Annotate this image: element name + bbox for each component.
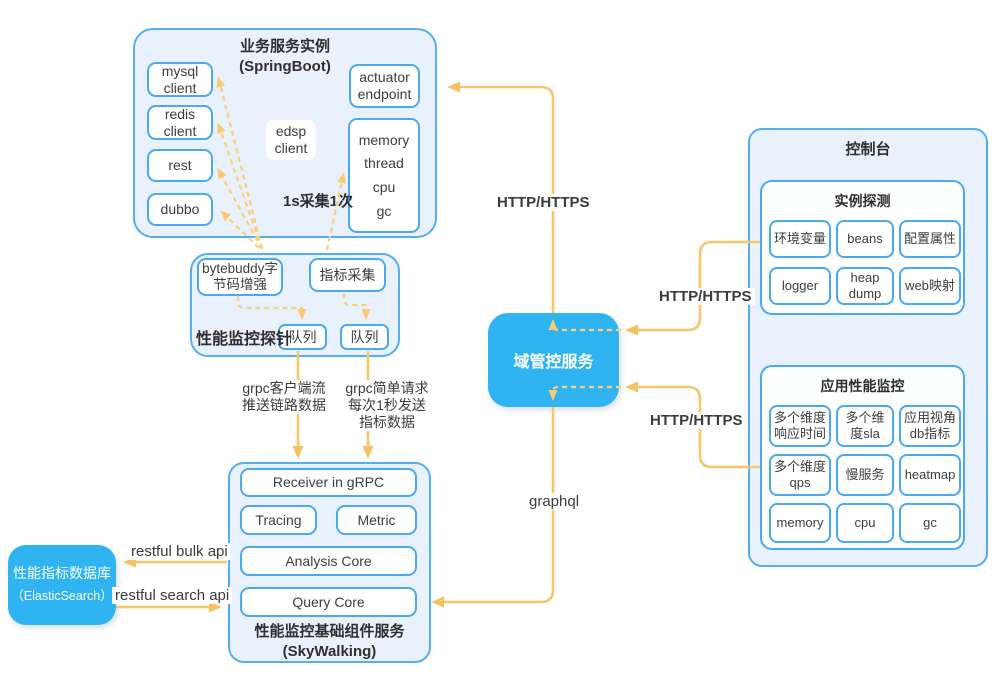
cell-heatmap: heatmap bbox=[899, 454, 961, 496]
console-title: 控制台 bbox=[845, 141, 891, 158]
node-metric-collect: 指标采集 bbox=[309, 258, 386, 292]
node-tracing: Tracing bbox=[240, 505, 317, 535]
skywalking-title-line2: (SkyWalking) bbox=[282, 643, 377, 661]
node-queue-right: 队列 bbox=[340, 324, 389, 350]
node-dubbo: dubbo bbox=[147, 193, 213, 226]
apm-grid: 多个维度响应时间 多个维度sla 应用视角db指标 多个维度qps 慢服务 he… bbox=[762, 403, 963, 551]
collect-note: 1s采集1次 bbox=[283, 193, 354, 210]
skywalking-title-line1: 性能监控基础组件服务 bbox=[254, 623, 405, 640]
node-queue-left: 队列 bbox=[278, 324, 327, 350]
springboot-title: 业务服务实例 (SpringBoot) bbox=[133, 37, 437, 78]
skywalking-title: 性能监控基础组件服务 (SkyWalking) bbox=[228, 622, 431, 663]
springboot-title-line1: 业务服务实例 bbox=[239, 38, 330, 55]
node-query-core: Query Core bbox=[240, 587, 417, 617]
cell-qps: 多个维度qps bbox=[769, 454, 831, 496]
node-metric: Metric bbox=[336, 505, 417, 535]
cell-sla: 多个维度sla bbox=[836, 405, 894, 447]
label-grpc-simple-line3: 指标数据 bbox=[359, 414, 415, 431]
label-grpc-simple-line1: grpc简单请求 bbox=[345, 380, 429, 396]
cell-memory: memory bbox=[769, 503, 831, 543]
label-restful-search-api: restful search api bbox=[112, 587, 233, 605]
node-elasticsearch: 性能指标数据库 （ElasticSearch） bbox=[8, 545, 116, 625]
cell-env-vars: 环境变量 bbox=[769, 220, 831, 258]
label-grpc-simple: grpc简单请求 每次1秒发送 指标数据 bbox=[336, 380, 438, 432]
node-redis-client: redis client bbox=[147, 105, 213, 140]
edge-console-instanceprobe-to-domain-http bbox=[625, 240, 760, 336]
elasticsearch-line1: 性能指标数据库 bbox=[13, 565, 111, 582]
metric-cpu: cpu bbox=[372, 179, 396, 196]
instance-probe-title: 实例探测 bbox=[834, 193, 891, 209]
node-actuator-endpoint: actuator endpoint bbox=[349, 64, 420, 108]
cell-gc: gc bbox=[899, 503, 961, 543]
label-grpc-stream-line1: grpc客户端流 bbox=[242, 380, 326, 396]
node-receiver-grpc: Receiver in gRPC bbox=[240, 468, 417, 497]
node-rest: rest bbox=[147, 149, 213, 182]
section-instance-probe: 实例探测 环境变量 beans 配置属性 logger heap dump we… bbox=[760, 180, 965, 315]
metric-gc: gc bbox=[376, 202, 392, 219]
cell-web-mapping: web映射 bbox=[899, 267, 961, 305]
cell-config-props: 配置属性 bbox=[899, 220, 961, 258]
node-mysql-client: mysql client bbox=[147, 62, 213, 97]
cell-beans: beans bbox=[836, 220, 894, 258]
label-grpc-stream-line2: 推送链路数据 bbox=[242, 397, 326, 414]
cell-logger: logger bbox=[769, 267, 831, 305]
springboot-title-line2: (SpringBoot) bbox=[239, 58, 331, 76]
label-graphql: graphql bbox=[526, 493, 583, 511]
label-grpc-stream: grpc客户端流 推送链路数据 bbox=[230, 380, 338, 415]
cell-slow-service: 慢服务 bbox=[836, 454, 894, 496]
node-analysis-core: Analysis Core bbox=[240, 546, 417, 576]
probe-label: 性能监控探针 bbox=[196, 331, 293, 348]
cell-cpu: cpu bbox=[836, 503, 894, 543]
label-grpc-simple-line2: 每次1秒发送 bbox=[348, 397, 426, 414]
cell-response-time: 多个维度响应时间 bbox=[769, 405, 831, 447]
apm-title: 应用性能监控 bbox=[820, 378, 905, 394]
node-runtime-metrics: memory thread cpu gc bbox=[348, 118, 420, 233]
label-http-bottom: HTTP/HTTPS bbox=[647, 412, 746, 430]
elasticsearch-line2: （ElasticSearch） bbox=[11, 589, 113, 604]
cell-db-metrics: 应用视角db指标 bbox=[899, 405, 961, 447]
node-domain-control-service: 域管控服务 bbox=[488, 313, 619, 407]
node-edsp-client: edsp client bbox=[266, 120, 316, 160]
metric-thread: thread bbox=[364, 155, 404, 172]
label-restful-bulk-api: restful bulk api bbox=[128, 543, 231, 561]
metric-memory: memory bbox=[358, 131, 410, 148]
node-bytebuddy: bytebuddy字节码增强 bbox=[197, 258, 283, 296]
cell-heap-dump: heap dump bbox=[836, 267, 894, 305]
section-apm: 应用性能监控 多个维度响应时间 多个维度sla 应用视角db指标 多个维度qps… bbox=[760, 365, 965, 550]
label-http-mid: HTTP/HTTPS bbox=[656, 288, 755, 306]
label-http-top: HTTP/HTTPS bbox=[494, 194, 593, 212]
instance-probe-grid: 环境变量 beans 配置属性 logger heap dump web映射 bbox=[762, 218, 963, 313]
